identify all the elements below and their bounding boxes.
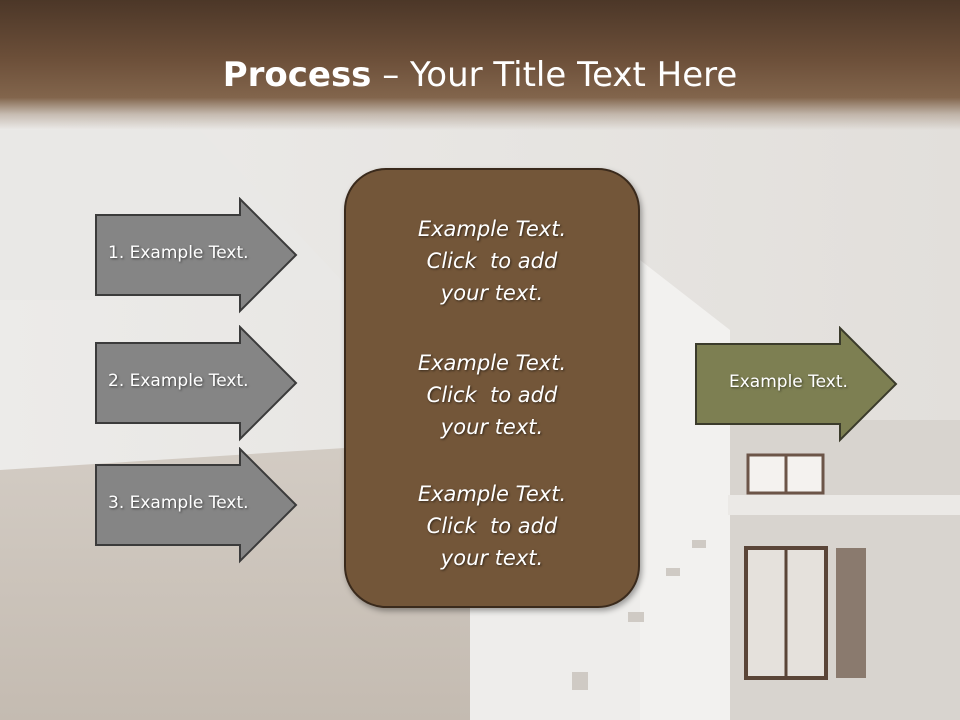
center-text-3-line-1: Example Text.	[417, 482, 567, 506]
center-process-box[interactable]	[344, 168, 640, 608]
input-arrow-1[interactable]	[94, 197, 300, 315]
title-bold: Process	[222, 55, 372, 95]
output-arrow[interactable]	[694, 326, 900, 444]
center-text-3-line-2: Click to add	[426, 514, 558, 538]
input-arrow-1-label: 1. Example Text.	[108, 243, 249, 263]
title-rest: – Your Title Text Here	[371, 55, 738, 95]
center-text-1-line-2: Click to add	[426, 249, 558, 273]
input-arrow-3-label: 3. Example Text.	[108, 493, 249, 513]
slide-title[interactable]: Process – Your Title Text Here	[0, 52, 960, 98]
center-text-3-line-3: your text.	[440, 546, 544, 570]
center-text-1-line-3: your text.	[440, 281, 544, 305]
center-text-block-2[interactable]: Example Text. Click to add your text.	[344, 347, 640, 443]
input-arrow-3[interactable]	[94, 447, 300, 565]
input-arrow-2-label: 2. Example Text.	[108, 371, 249, 391]
input-arrow-2[interactable]	[94, 325, 300, 443]
center-text-2-line-3: your text.	[440, 415, 544, 439]
title-bar	[0, 0, 960, 130]
center-text-2-line-1: Example Text.	[417, 351, 567, 375]
center-text-1-line-1: Example Text.	[417, 217, 567, 241]
center-text-2-line-2: Click to add	[426, 383, 558, 407]
output-arrow-label: Example Text.	[729, 372, 848, 392]
center-text-block-1[interactable]: Example Text. Click to add your text.	[344, 213, 640, 309]
center-text-block-3[interactable]: Example Text. Click to add your text.	[344, 478, 640, 574]
